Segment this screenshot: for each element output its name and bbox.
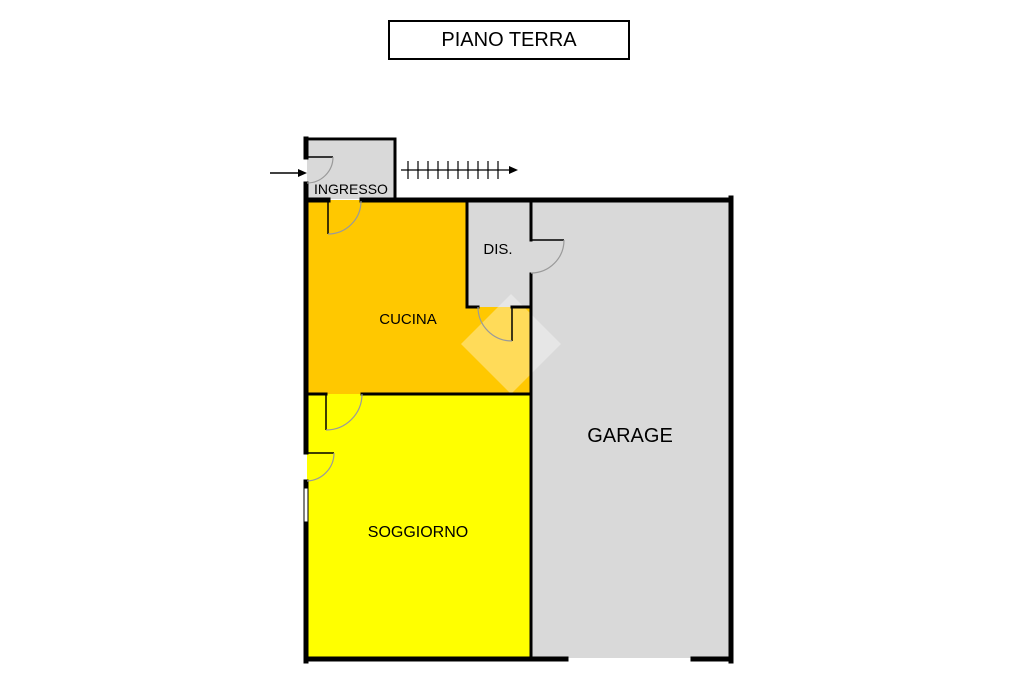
label-ingresso: INGRESSO xyxy=(314,181,388,197)
watermark-logo xyxy=(461,294,561,394)
doors xyxy=(303,156,565,523)
label-garage: GARAGE xyxy=(587,425,673,447)
door-disimpegno xyxy=(477,306,513,342)
window-living xyxy=(303,487,309,523)
door-living xyxy=(325,393,363,431)
room-soggiorno[interactable] xyxy=(307,394,531,658)
walls xyxy=(303,136,734,664)
stair-arrow-icon xyxy=(401,161,518,179)
door-exterior-living xyxy=(306,452,335,482)
floor-title-text: PIANO TERRA xyxy=(441,28,577,51)
entrance-arrow-icon xyxy=(270,169,307,177)
room-disimpegno[interactable] xyxy=(467,200,531,307)
room-ingresso[interactable] xyxy=(307,141,396,199)
label-soggiorno: SOGGIORNO xyxy=(368,524,468,541)
door-entrance xyxy=(306,156,334,184)
room-garage[interactable] xyxy=(531,200,730,658)
label-cucina: CUCINA xyxy=(379,311,437,328)
door-kitchen xyxy=(327,200,362,235)
label-disimpegno: DIS. xyxy=(483,241,512,258)
floor-title: PIANO TERRA xyxy=(388,20,630,60)
door-garage xyxy=(530,239,565,274)
